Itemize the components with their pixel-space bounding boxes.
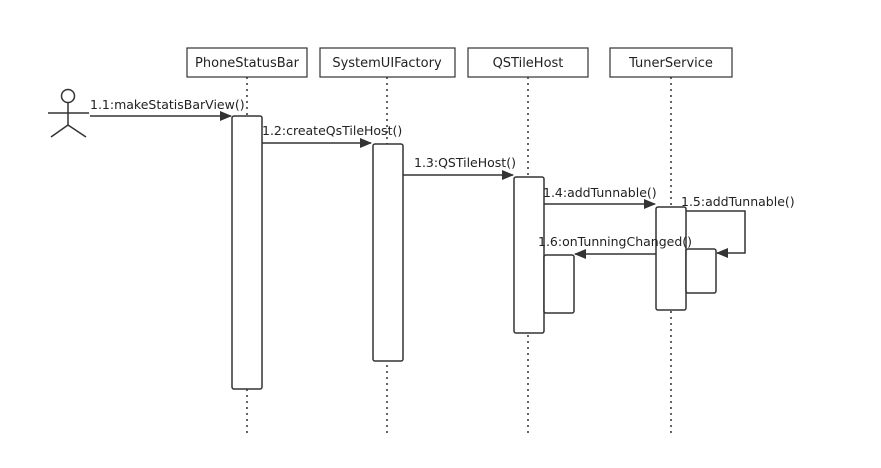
lifeline-phonestatusbar-label: PhoneStatusBar	[195, 56, 300, 71]
message-1-3: 1.3:QSTileHost()	[403, 155, 516, 180]
message-1-5-arrow	[686, 210, 746, 258]
lifeline-systemuifactory-box	[319, 47, 456, 78]
lifeline-systemuifactory-label: SystemUIFactory	[332, 56, 442, 71]
activation-qstilehost-nested	[543, 254, 575, 314]
lifeline-phonestatusbar: PhoneStatusBar	[186, 47, 308, 436]
activation-systemuifactory	[372, 143, 404, 362]
lifeline-qstilehost: QSTileHost	[467, 47, 589, 436]
message-1-5-label: 1.5:addTunnable()	[681, 194, 795, 209]
message-1-1-label: 1.1:makeStatisBarView()	[90, 97, 245, 112]
actor-icon	[48, 88, 89, 138]
activation-tunerservice	[655, 206, 687, 311]
message-1-6-label: 1.6:onTunningChanged()	[538, 234, 692, 249]
activation-tunerservice-nested	[685, 248, 717, 294]
activation-phonestatusbar	[231, 115, 263, 390]
message-1-6: 1.6:onTunningChanged()	[538, 234, 692, 259]
message-1-2-label: 1.2:createQsTileHost()	[262, 123, 402, 138]
lifeline-qstilehost-label: QSTileHost	[493, 56, 564, 71]
message-1-5: 1.5:addTunnable()	[681, 194, 795, 258]
message-1-4-label: 1.4:addTunnable()	[543, 185, 657, 200]
lifeline-tunerservice-label: TunerService	[628, 56, 713, 71]
message-1-3-label: 1.3:QSTileHost()	[414, 155, 516, 170]
message-1-1: 1.1:makeStatisBarView()	[90, 97, 245, 121]
lifeline-phonestatusbar-box	[186, 47, 308, 78]
message-1-4: 1.4:addTunnable()	[543, 185, 657, 209]
lifeline-tunerservice: TunerService	[609, 47, 733, 436]
message-1-2: 1.2:createQsTileHost()	[262, 123, 402, 148]
lifeline-systemuifactory: SystemUIFactory	[319, 47, 456, 436]
activation-qstilehost	[513, 176, 545, 334]
